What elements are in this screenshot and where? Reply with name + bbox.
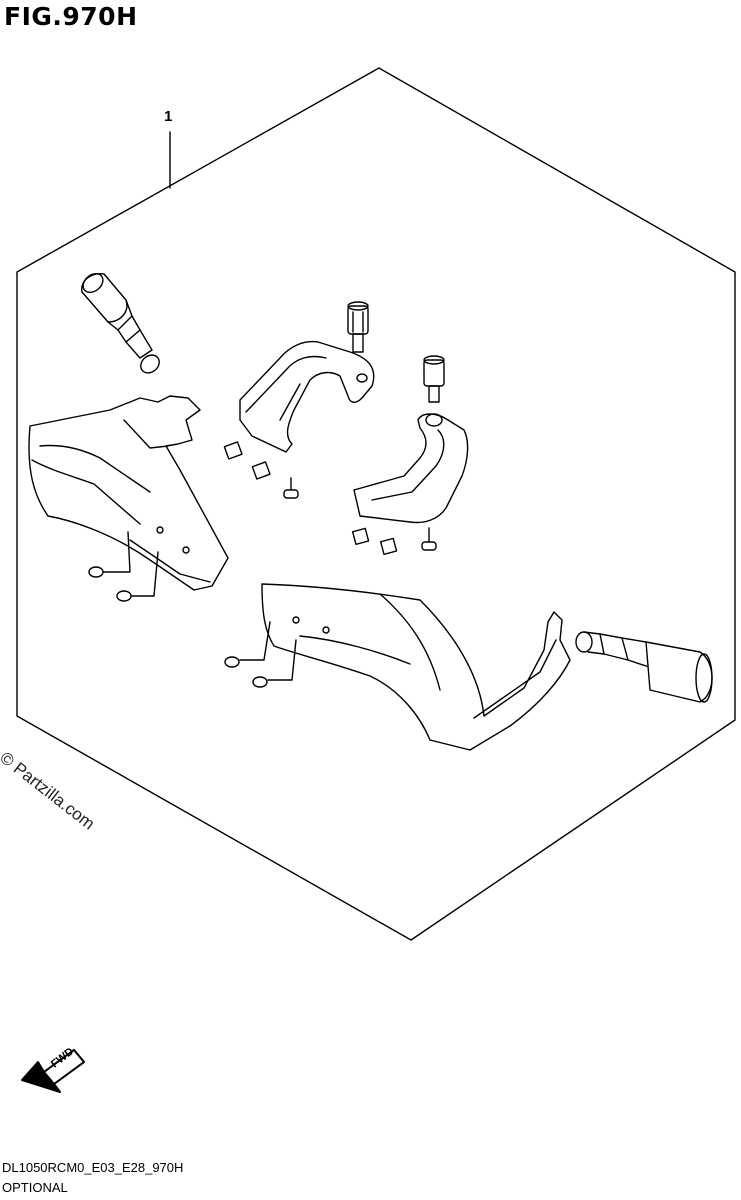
reference-number[interactable]: 1 xyxy=(164,108,173,125)
left-bracket-screw[interactable] xyxy=(283,477,299,499)
figure-title: FIG.970H xyxy=(4,2,138,31)
right-handguard[interactable] xyxy=(261,583,571,751)
model-code: DL1050RCM0_E03_E28_970H xyxy=(2,1160,184,1175)
assembly-boundary xyxy=(16,67,736,941)
right-clamp-bolt[interactable] xyxy=(423,355,445,403)
right-bracket-screw[interactable] xyxy=(421,527,437,551)
category-label: OPTIONAL xyxy=(2,1180,68,1195)
fwd-arrow-icon xyxy=(21,1049,85,1093)
right-bar-end-weight[interactable] xyxy=(575,631,713,703)
left-handguard-screws[interactable] xyxy=(88,531,159,602)
right-bracket-nuts[interactable] xyxy=(351,527,398,556)
left-handguard[interactable] xyxy=(28,395,229,591)
right-handguard-bracket[interactable] xyxy=(353,413,469,524)
right-handguard-screws[interactable] xyxy=(224,621,297,688)
left-bar-end-weight[interactable] xyxy=(79,270,162,377)
left-bracket-nuts[interactable] xyxy=(223,441,271,480)
left-clamp-bolt[interactable] xyxy=(347,301,369,353)
left-handguard-bracket[interactable] xyxy=(239,340,375,453)
